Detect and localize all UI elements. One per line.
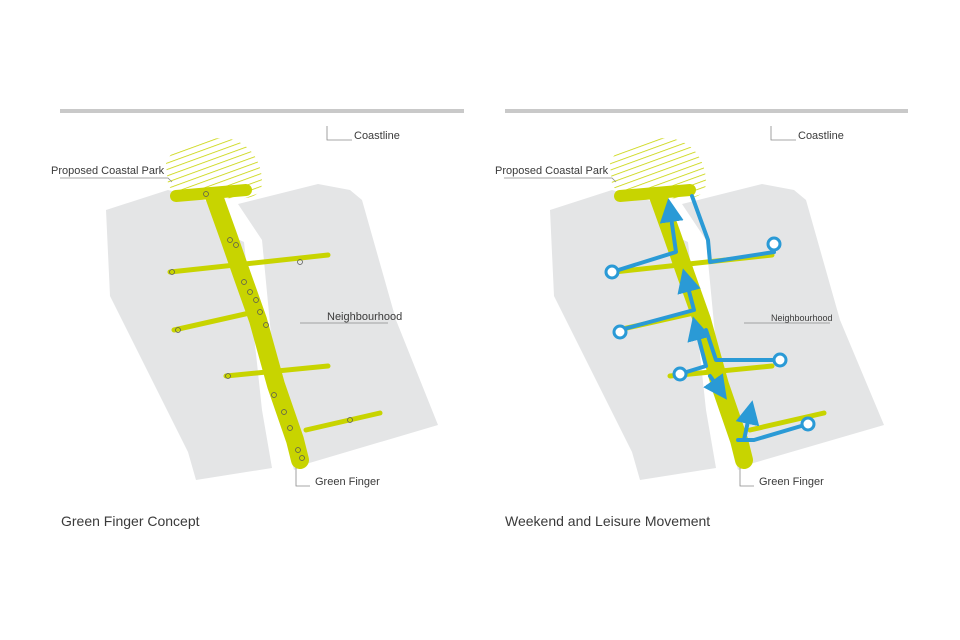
coastal-park-label: Proposed Coastal Park xyxy=(495,165,609,177)
green-finger-label: Green Finger xyxy=(315,476,380,488)
coastal-park-label: Proposed Coastal Park xyxy=(51,165,165,177)
neighbourhood-label: Neighbourhood xyxy=(327,311,403,323)
panel-weekend-leisure-movement: Coastline Proposed Coastal Park Neighbou… xyxy=(480,0,960,640)
map-weekend-leisure-movement xyxy=(504,109,908,487)
coastal-park xyxy=(610,138,706,199)
panel-caption: Green Finger Concept xyxy=(61,513,200,529)
neighbourhood-label: Neighbourhood xyxy=(771,313,833,323)
green-finger-label: Green Finger xyxy=(759,476,824,488)
map-green-finger-concept xyxy=(60,109,464,487)
leisure-movement-routes xyxy=(610,194,810,442)
green-finger xyxy=(167,184,383,469)
neighbourhood-block-west xyxy=(550,190,716,480)
coastline-label: Coastline xyxy=(798,130,844,142)
neighbourhood-block-west xyxy=(106,190,272,480)
tree-symbols xyxy=(169,191,353,461)
panel-green-finger-concept: Coastline Proposed Coastal Park Neighbou… xyxy=(51,109,464,529)
panel-caption: Weekend and Leisure Movement xyxy=(505,513,711,529)
coastal-park xyxy=(166,138,262,199)
route-endpoints xyxy=(604,236,816,432)
leader-lines xyxy=(504,126,830,487)
leader-lines xyxy=(60,126,388,487)
coastline-label: Coastline xyxy=(354,130,400,142)
